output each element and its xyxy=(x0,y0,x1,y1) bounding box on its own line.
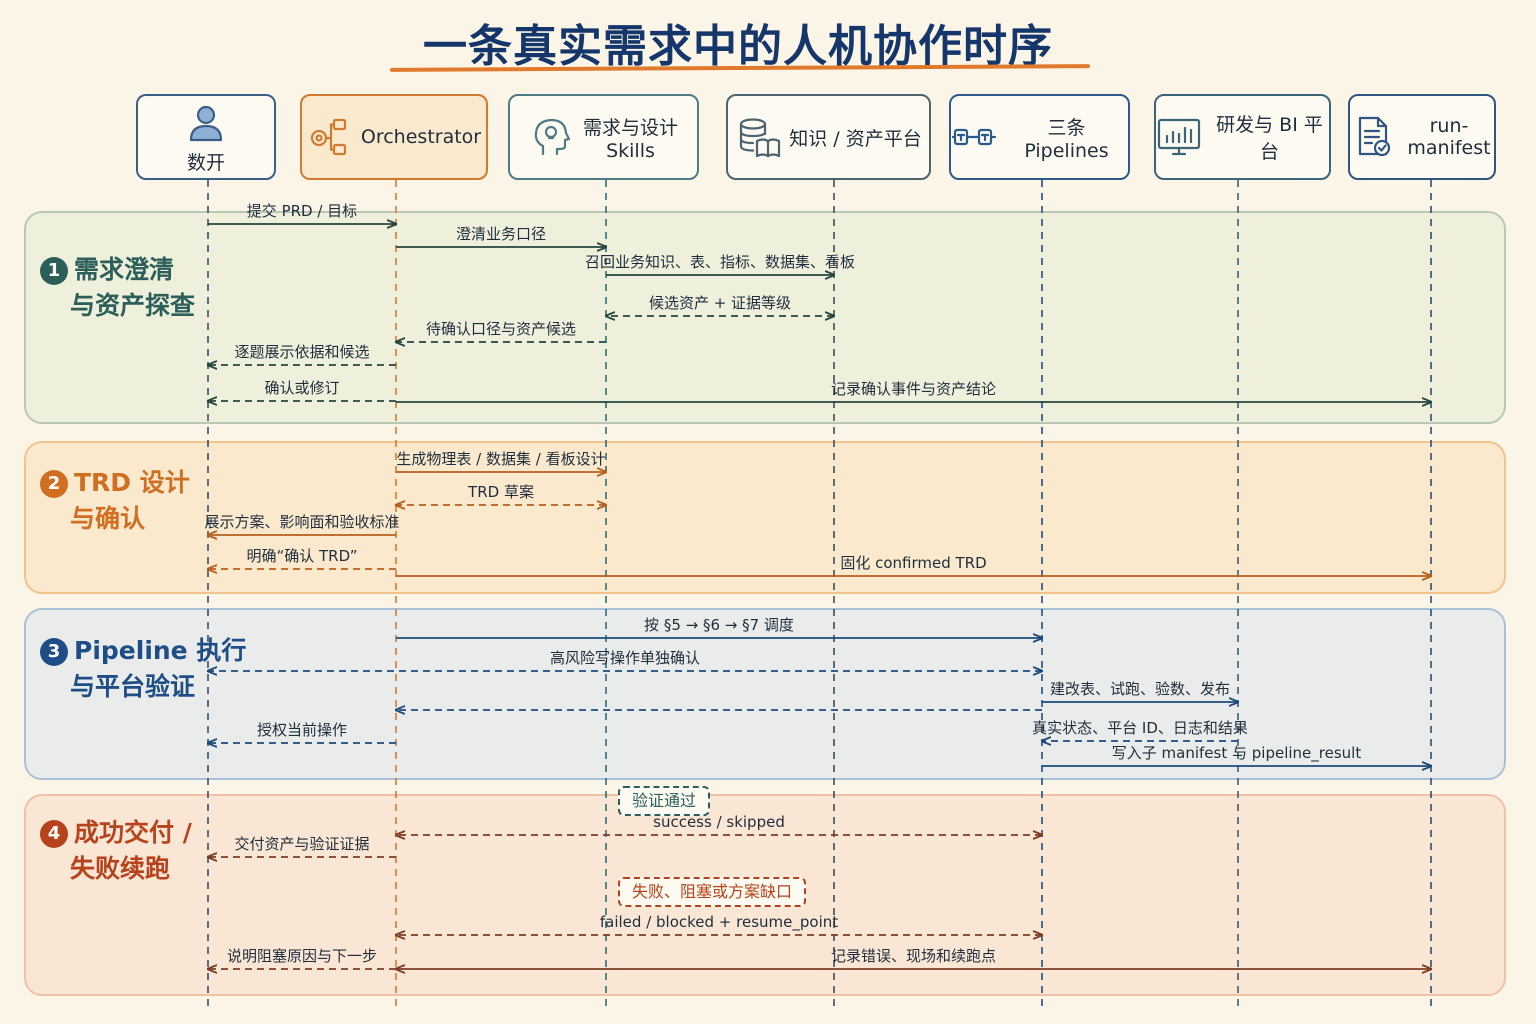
message-label: 高风险写操作单独确认 xyxy=(550,649,700,667)
message-label: 交付资产与验证证据 xyxy=(234,835,369,853)
participant-label: 研发与 BI 平台 xyxy=(1216,114,1323,163)
message-label: 固化 confirmed TRD xyxy=(840,554,986,572)
message-label: 按 §5 → §6 → §7 调度 xyxy=(644,616,794,634)
participant-4: 三条 Pipelines xyxy=(949,94,1130,180)
message-label: 授权当前操作 xyxy=(257,721,347,739)
phase-band-3 xyxy=(24,608,1506,780)
message-label: 记录错误、现场和续跑点 xyxy=(831,947,996,965)
message-label: 召回业务知识、表、指标、数据集、看板 xyxy=(585,253,855,271)
phase-title-line: 与确认 xyxy=(70,504,146,533)
participant-3: 知识 / 资产平台 xyxy=(726,94,931,180)
phase-number-badge: 3 xyxy=(40,638,68,666)
pipeline-icon xyxy=(951,128,997,146)
phase-title-line: Pipeline 执行 xyxy=(74,636,247,665)
message-label: 真实状态、平台 ID、日志和结果 xyxy=(1032,719,1248,737)
document-check-icon xyxy=(1358,116,1391,157)
diagram-title: 一条真实需求中的人机协作时序 xyxy=(423,21,1053,72)
monitor-chart-icon xyxy=(1157,118,1201,156)
participant-label: 数开 xyxy=(186,151,225,174)
head-lightbulb-icon xyxy=(534,118,571,156)
phase-title-line: 与资产探查 xyxy=(70,291,196,320)
message-label: failed / blocked + resume_point xyxy=(600,913,838,932)
message-label: 记录确认事件与资产结论 xyxy=(831,380,996,398)
participant-6: run-manifest xyxy=(1348,94,1496,180)
workflow-gear-icon xyxy=(310,118,346,156)
participant-label: Orchestrator xyxy=(360,126,482,148)
message-label: TRD 草案 xyxy=(467,483,534,501)
message-label: 候选资产 + 证据等级 xyxy=(649,294,791,312)
note-failed: 失败、阻塞或方案缺口 xyxy=(618,877,807,907)
phase-title-line: TRD 设计 xyxy=(74,468,190,497)
message-label: 建改表、试跑、验数、发布 xyxy=(1050,680,1230,698)
message-label: success / skipped xyxy=(653,813,785,831)
message-label: 说明阻塞原因与下一步 xyxy=(227,947,377,965)
message-label: 逐题展示依据和候选 xyxy=(234,343,369,361)
participant-label: 知识 / 资产平台 xyxy=(789,127,922,150)
user-icon xyxy=(189,105,223,141)
message-label: 确认或修订 xyxy=(264,379,339,397)
participant-1: Orchestrator xyxy=(300,94,488,180)
participant-0: 数开 xyxy=(136,94,276,180)
phase-number-badge: 1 xyxy=(40,257,68,285)
message-label: 明确“确认 TRD” xyxy=(246,547,357,565)
message-label: 提交 PRD / 目标 xyxy=(247,202,357,220)
phase-title-line: 失败续跑 xyxy=(70,854,171,883)
note-verified: 验证通过 xyxy=(618,786,711,816)
participant-label: run-manifest xyxy=(1407,115,1491,159)
phase-number-badge: 4 xyxy=(40,820,68,848)
message-label: 写入子 manifest 与 pipeline_result xyxy=(1112,744,1362,763)
message-label: 澄清业务口径 xyxy=(456,225,546,243)
participant-5: 研发与 BI 平台 xyxy=(1154,94,1331,180)
message-label: 展示方案、影响面和验收标准 xyxy=(204,513,399,531)
participant-label: 三条 Pipelines xyxy=(1024,116,1109,162)
database-book-icon xyxy=(740,118,781,158)
phase-title-line: 需求澄清 xyxy=(74,255,175,284)
phase-number-badge: 2 xyxy=(40,470,68,498)
message-label: 待确认口径与资产候选 xyxy=(426,320,576,338)
phase-title-line: 成功交付 / xyxy=(74,818,192,847)
message-label: 生成物理表 / 数据集 / 看板设计 xyxy=(396,450,605,468)
phase-title-line: 与平台验证 xyxy=(70,672,196,701)
